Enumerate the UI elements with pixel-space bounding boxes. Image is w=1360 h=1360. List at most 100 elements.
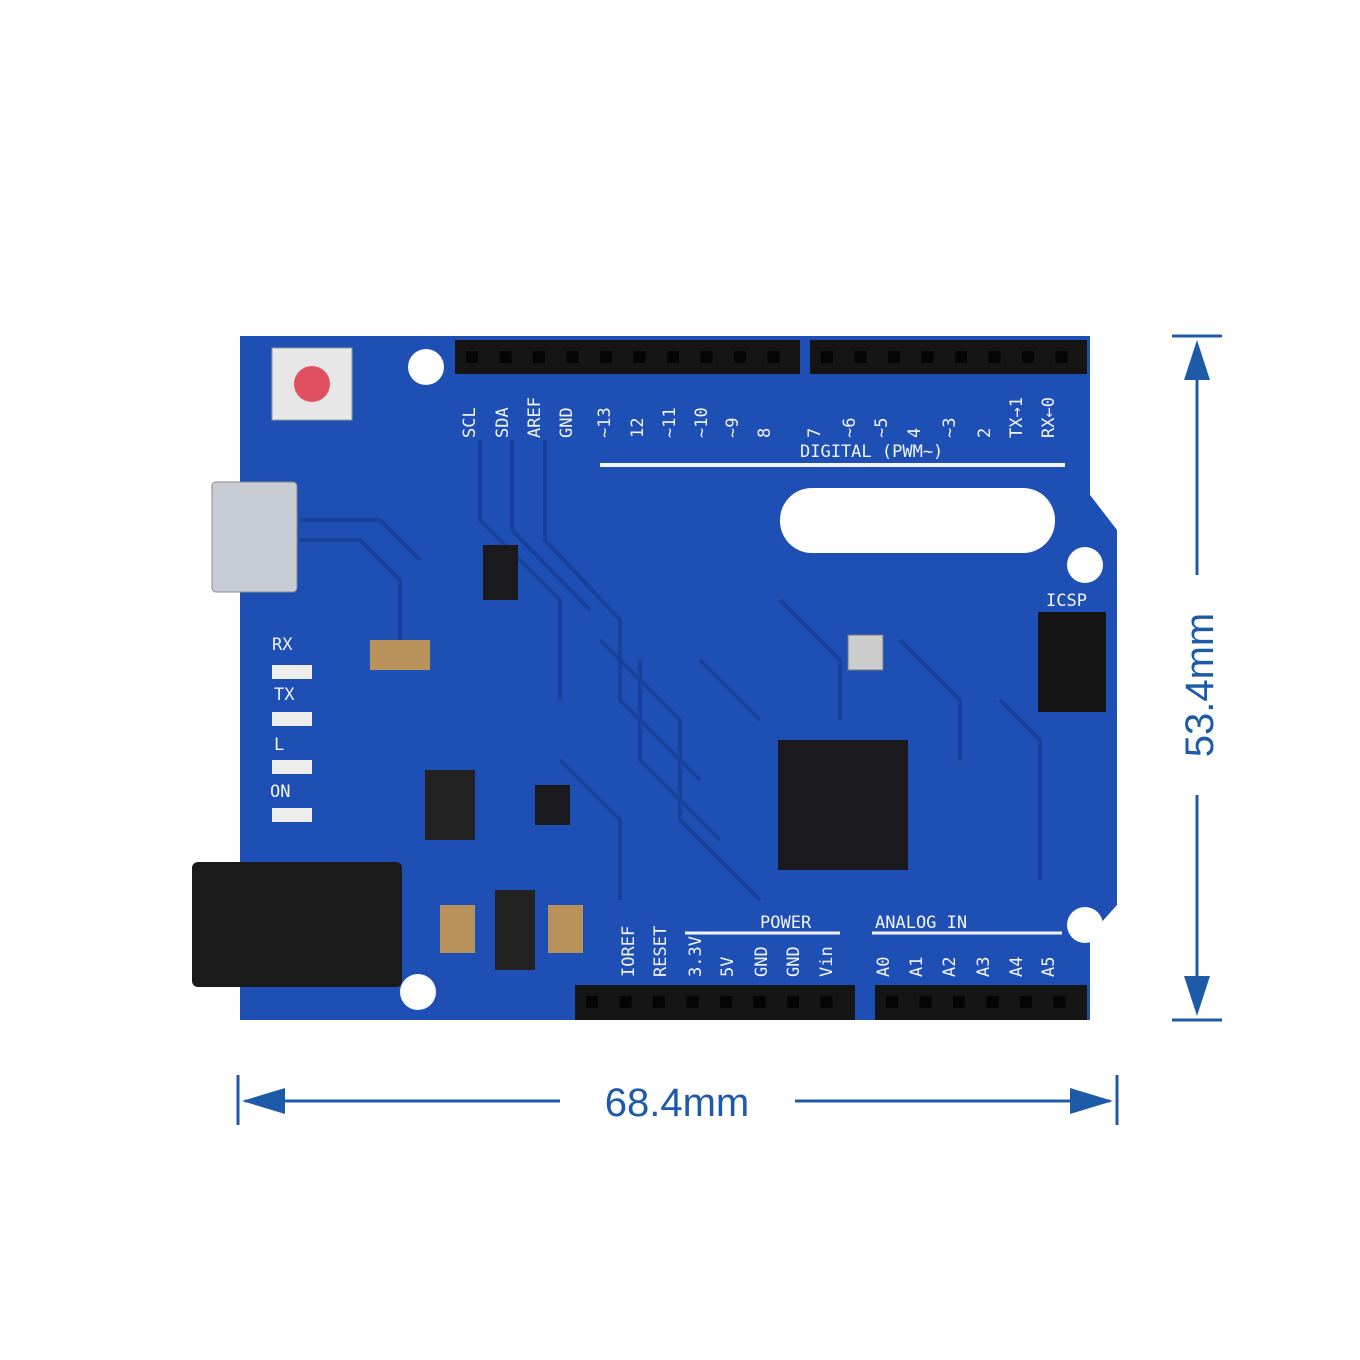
analog-pin-label: A3	[974, 957, 994, 977]
digital-pin-label: SCL	[460, 407, 480, 438]
pin-socket	[653, 996, 665, 1008]
power-pin-label: GND	[752, 946, 772, 977]
power-pin-label: GND	[784, 946, 804, 977]
pin-socket	[686, 996, 699, 1008]
digital-pin-label: ~11	[660, 407, 680, 438]
pin-socket	[499, 351, 512, 363]
pin-socket	[821, 351, 833, 363]
chip-small	[483, 545, 570, 825]
pin-socket	[753, 996, 766, 1008]
pin-socket	[619, 996, 632, 1008]
pin-socket	[888, 351, 900, 363]
pin-socket	[953, 996, 965, 1008]
pin-socket	[633, 351, 646, 363]
pin-socket	[986, 996, 999, 1008]
power-pin-label: RESET	[651, 926, 671, 977]
slot-cutout	[780, 488, 1055, 553]
digital-pin-label: 2	[975, 428, 995, 438]
pin-socket	[600, 351, 612, 363]
arduino-board: SCL SDA AREF GND ~13 12 ~11 ~10 ~9 8 7 ~6 ~5 4 ~3 2 TX→1…	[192, 336, 1117, 1020]
capacitor	[548, 905, 583, 953]
pin-socket	[921, 351, 934, 363]
digital-pin-label: AREF	[525, 397, 545, 438]
mounting-hole	[1067, 907, 1103, 943]
header-digital-2	[810, 340, 1087, 374]
reset-button-cap	[294, 366, 330, 402]
analog-pin-label: A4	[1007, 957, 1027, 977]
digital-pin-label: ~6	[840, 418, 860, 438]
pin-socket	[1053, 996, 1066, 1008]
pin-socket	[767, 351, 780, 363]
pin-socket	[1022, 351, 1034, 363]
analog-pin-label: A1	[907, 957, 927, 977]
pin-socket	[1020, 996, 1032, 1008]
digital-pin-label: 7	[805, 428, 825, 438]
icsp-header	[1038, 612, 1106, 712]
icsp-label: ICSP	[1046, 591, 1087, 611]
mounting-hole	[1067, 547, 1103, 583]
digital-pin-label: SDA	[493, 407, 513, 438]
pin-socket	[566, 351, 579, 363]
analog-pin-label: A5	[1039, 957, 1059, 977]
width-dimension	[236, 1075, 1119, 1125]
mounting-hole	[408, 349, 444, 385]
digital-pin-label: TX→1	[1007, 397, 1027, 438]
pin-socket	[955, 351, 967, 363]
traces	[300, 440, 1042, 902]
regulator	[425, 770, 475, 840]
pin-socket	[586, 996, 598, 1008]
pin-socket	[787, 996, 799, 1008]
microcontroller-chip	[778, 740, 908, 870]
pin-socket	[700, 351, 713, 363]
digital-pin-labels: SCL SDA AREF GND ~13 12 ~11 ~10 ~9 8 7 ~6 ~5 4 ~3 2 TX→1…	[460, 397, 1059, 438]
led-label-on: ON	[270, 782, 290, 802]
pin-socket	[466, 351, 478, 363]
pin-socket	[820, 996, 833, 1008]
width-label: 68.4mm	[605, 1081, 750, 1125]
pin-socket	[886, 996, 898, 1008]
header-power	[575, 985, 855, 1020]
led-label-rx: RX	[272, 635, 293, 655]
digital-title: DIGITAL (PWM~)	[800, 442, 943, 462]
power-title: POWER	[760, 913, 812, 933]
digital-pin-label: 4	[905, 428, 925, 438]
digital-pin-label: ~5	[872, 418, 892, 438]
pin-socket	[919, 996, 932, 1008]
capacitor	[440, 905, 475, 953]
diode	[495, 890, 535, 970]
height-dimension	[1172, 334, 1222, 1022]
pin-socket	[988, 351, 1001, 363]
digital-pin-label: ~3	[940, 418, 960, 438]
digital-pin-label: GND	[557, 407, 577, 438]
capacitor	[370, 640, 430, 670]
micro-usb-port	[211, 481, 298, 593]
digital-pin-label: 12	[628, 418, 648, 438]
power-pin-label: 3.3V	[686, 936, 706, 977]
analog-pin-label: A0	[874, 957, 894, 977]
power-pin-label: IOREF	[619, 926, 639, 977]
power-pin-label: Vin	[817, 946, 837, 977]
digital-pin-label: ~10	[692, 407, 712, 438]
dc-jack	[192, 862, 402, 987]
digital-pin-label: ~13	[595, 407, 615, 438]
analog-pin-label: A2	[940, 957, 960, 977]
power-pin-labels: IOREF RESET 3.3V 5V GND GND Vin A0 A1 A2 A3 A4 A5	[619, 926, 1059, 977]
pin-socket	[720, 996, 732, 1008]
crystal	[847, 634, 884, 671]
power-pin-label: 5V	[718, 957, 738, 977]
leds	[272, 665, 312, 822]
led-label-l: L	[274, 735, 284, 755]
digital-pin-label: 8	[755, 428, 775, 438]
led-label-tx: TX	[274, 685, 295, 705]
pin-socket	[1055, 351, 1068, 363]
digital-pin-label: ~9	[723, 418, 743, 438]
analog-title: ANALOG IN	[875, 913, 967, 933]
pin-socket	[734, 351, 746, 363]
pin-socket	[533, 351, 545, 363]
header-analog	[875, 985, 1087, 1020]
pin-socket	[667, 351, 679, 363]
height-label: 53.4mm	[1178, 613, 1222, 758]
mounting-hole	[400, 974, 436, 1010]
digital-pin-label: RX←0	[1039, 397, 1059, 438]
